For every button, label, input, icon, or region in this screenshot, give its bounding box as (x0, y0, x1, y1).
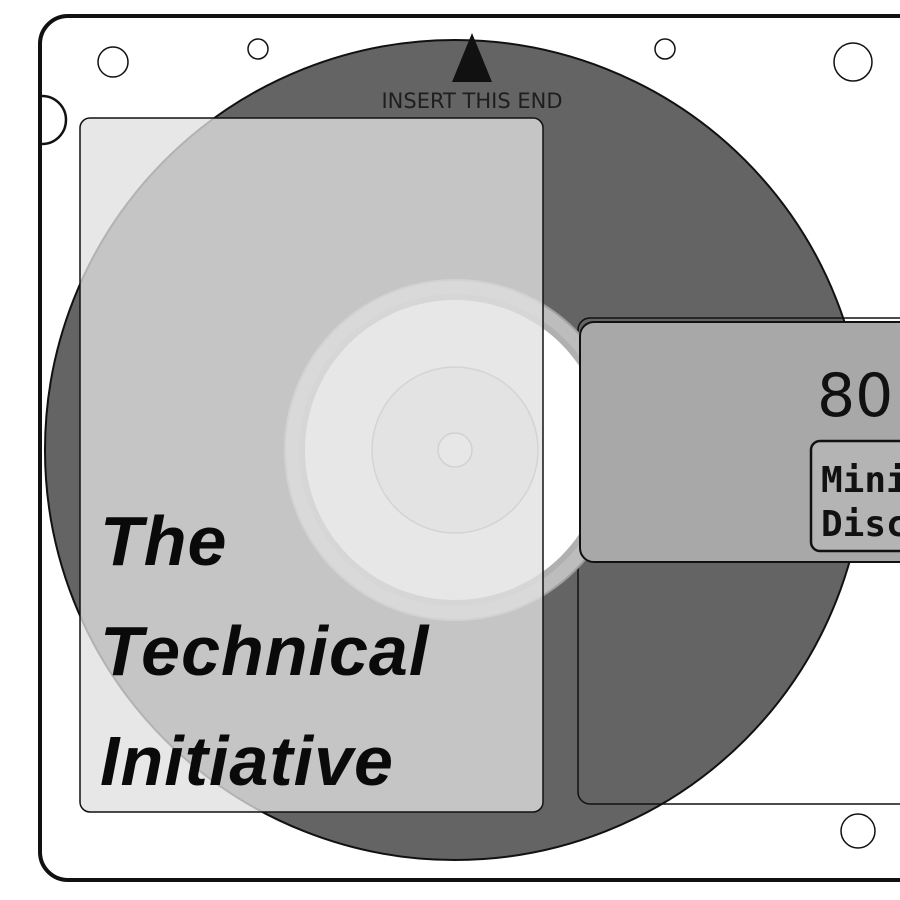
label-line-1: The (100, 502, 228, 580)
insert-label: INSERT THIS END (381, 89, 562, 113)
label-line-3: Initiative (100, 722, 394, 800)
screw-hole (654, 38, 676, 60)
screw-hole (97, 46, 129, 78)
minidisc-logo (809, 439, 900, 553)
screw-hole (247, 38, 269, 60)
screw-hole (833, 42, 873, 82)
insert-arrow-icon (452, 33, 492, 82)
logo-line-2: Disc (821, 504, 900, 545)
screw-hole (840, 813, 876, 849)
label-panel (79, 117, 544, 813)
logo-line-1: Mini (821, 460, 900, 501)
capacity-text: 80 (817, 361, 893, 431)
side-notch (41, 94, 68, 146)
label-line-2: Technical (100, 612, 430, 690)
